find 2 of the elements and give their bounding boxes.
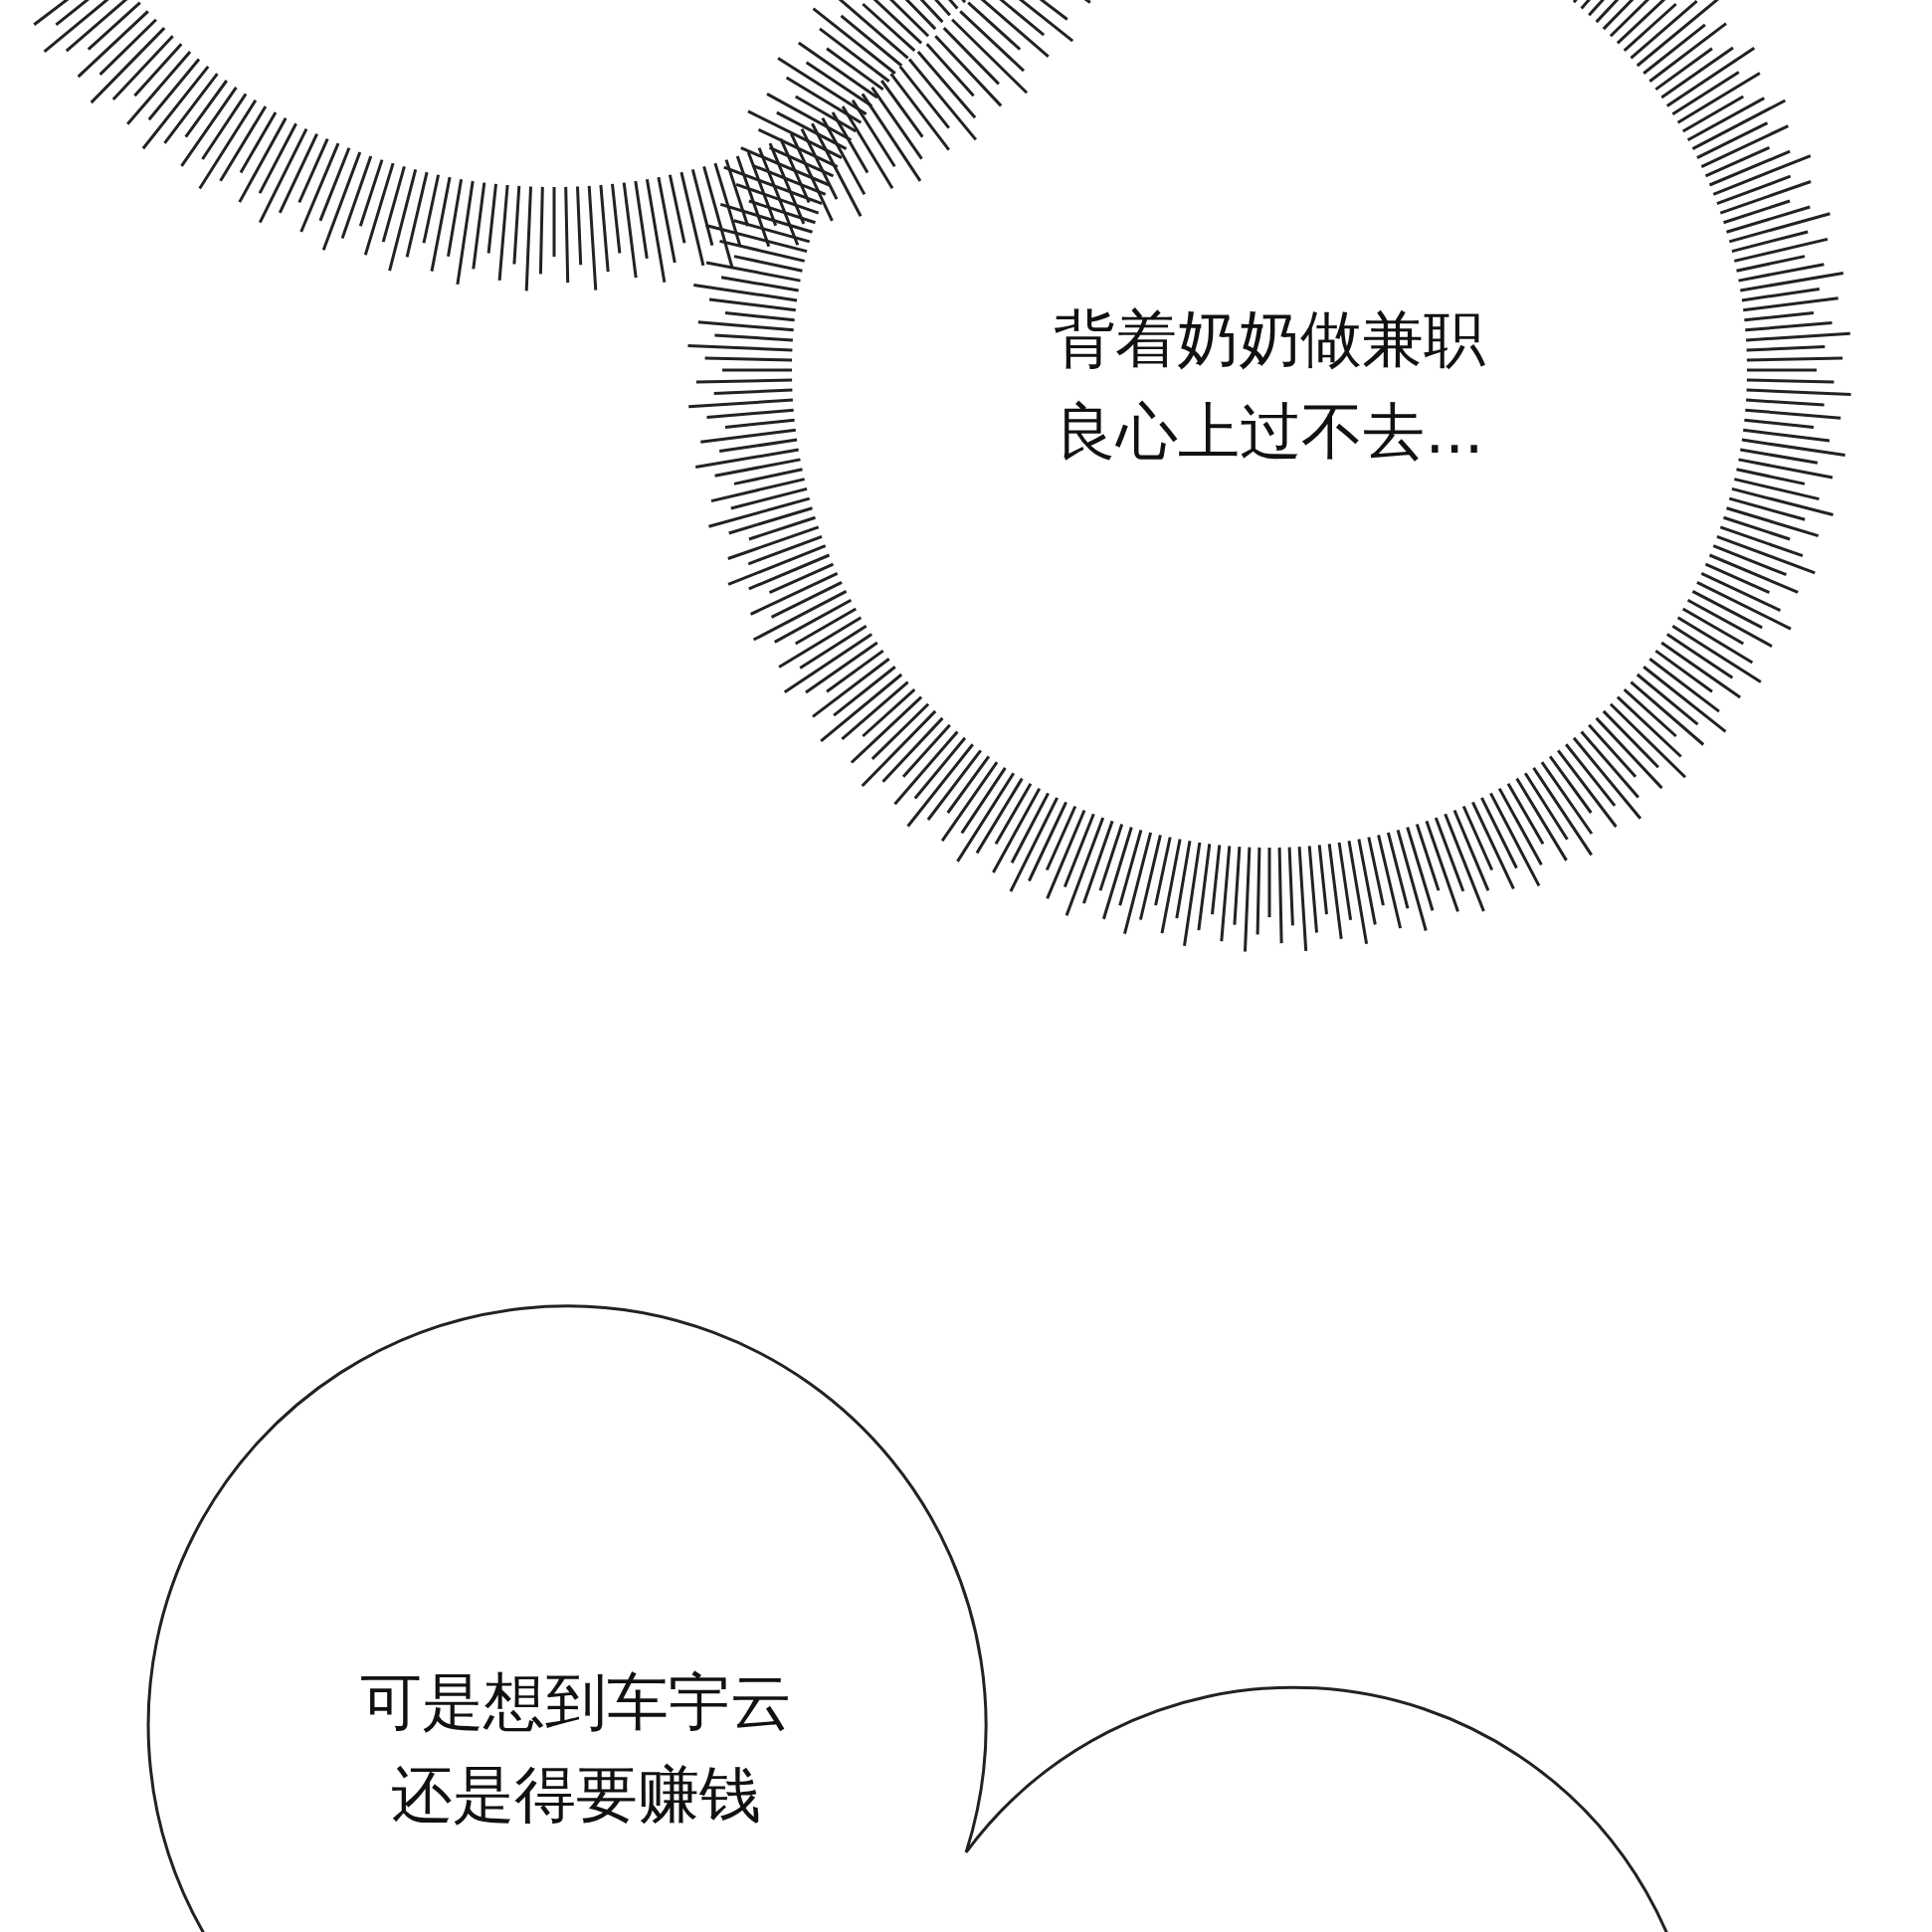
bubble-text: 背着奶奶做兼职良心上过不去... bbox=[1053, 301, 1486, 470]
bubble-text: 可是想到车宇云还是得要赚钱 bbox=[359, 1664, 793, 1833]
